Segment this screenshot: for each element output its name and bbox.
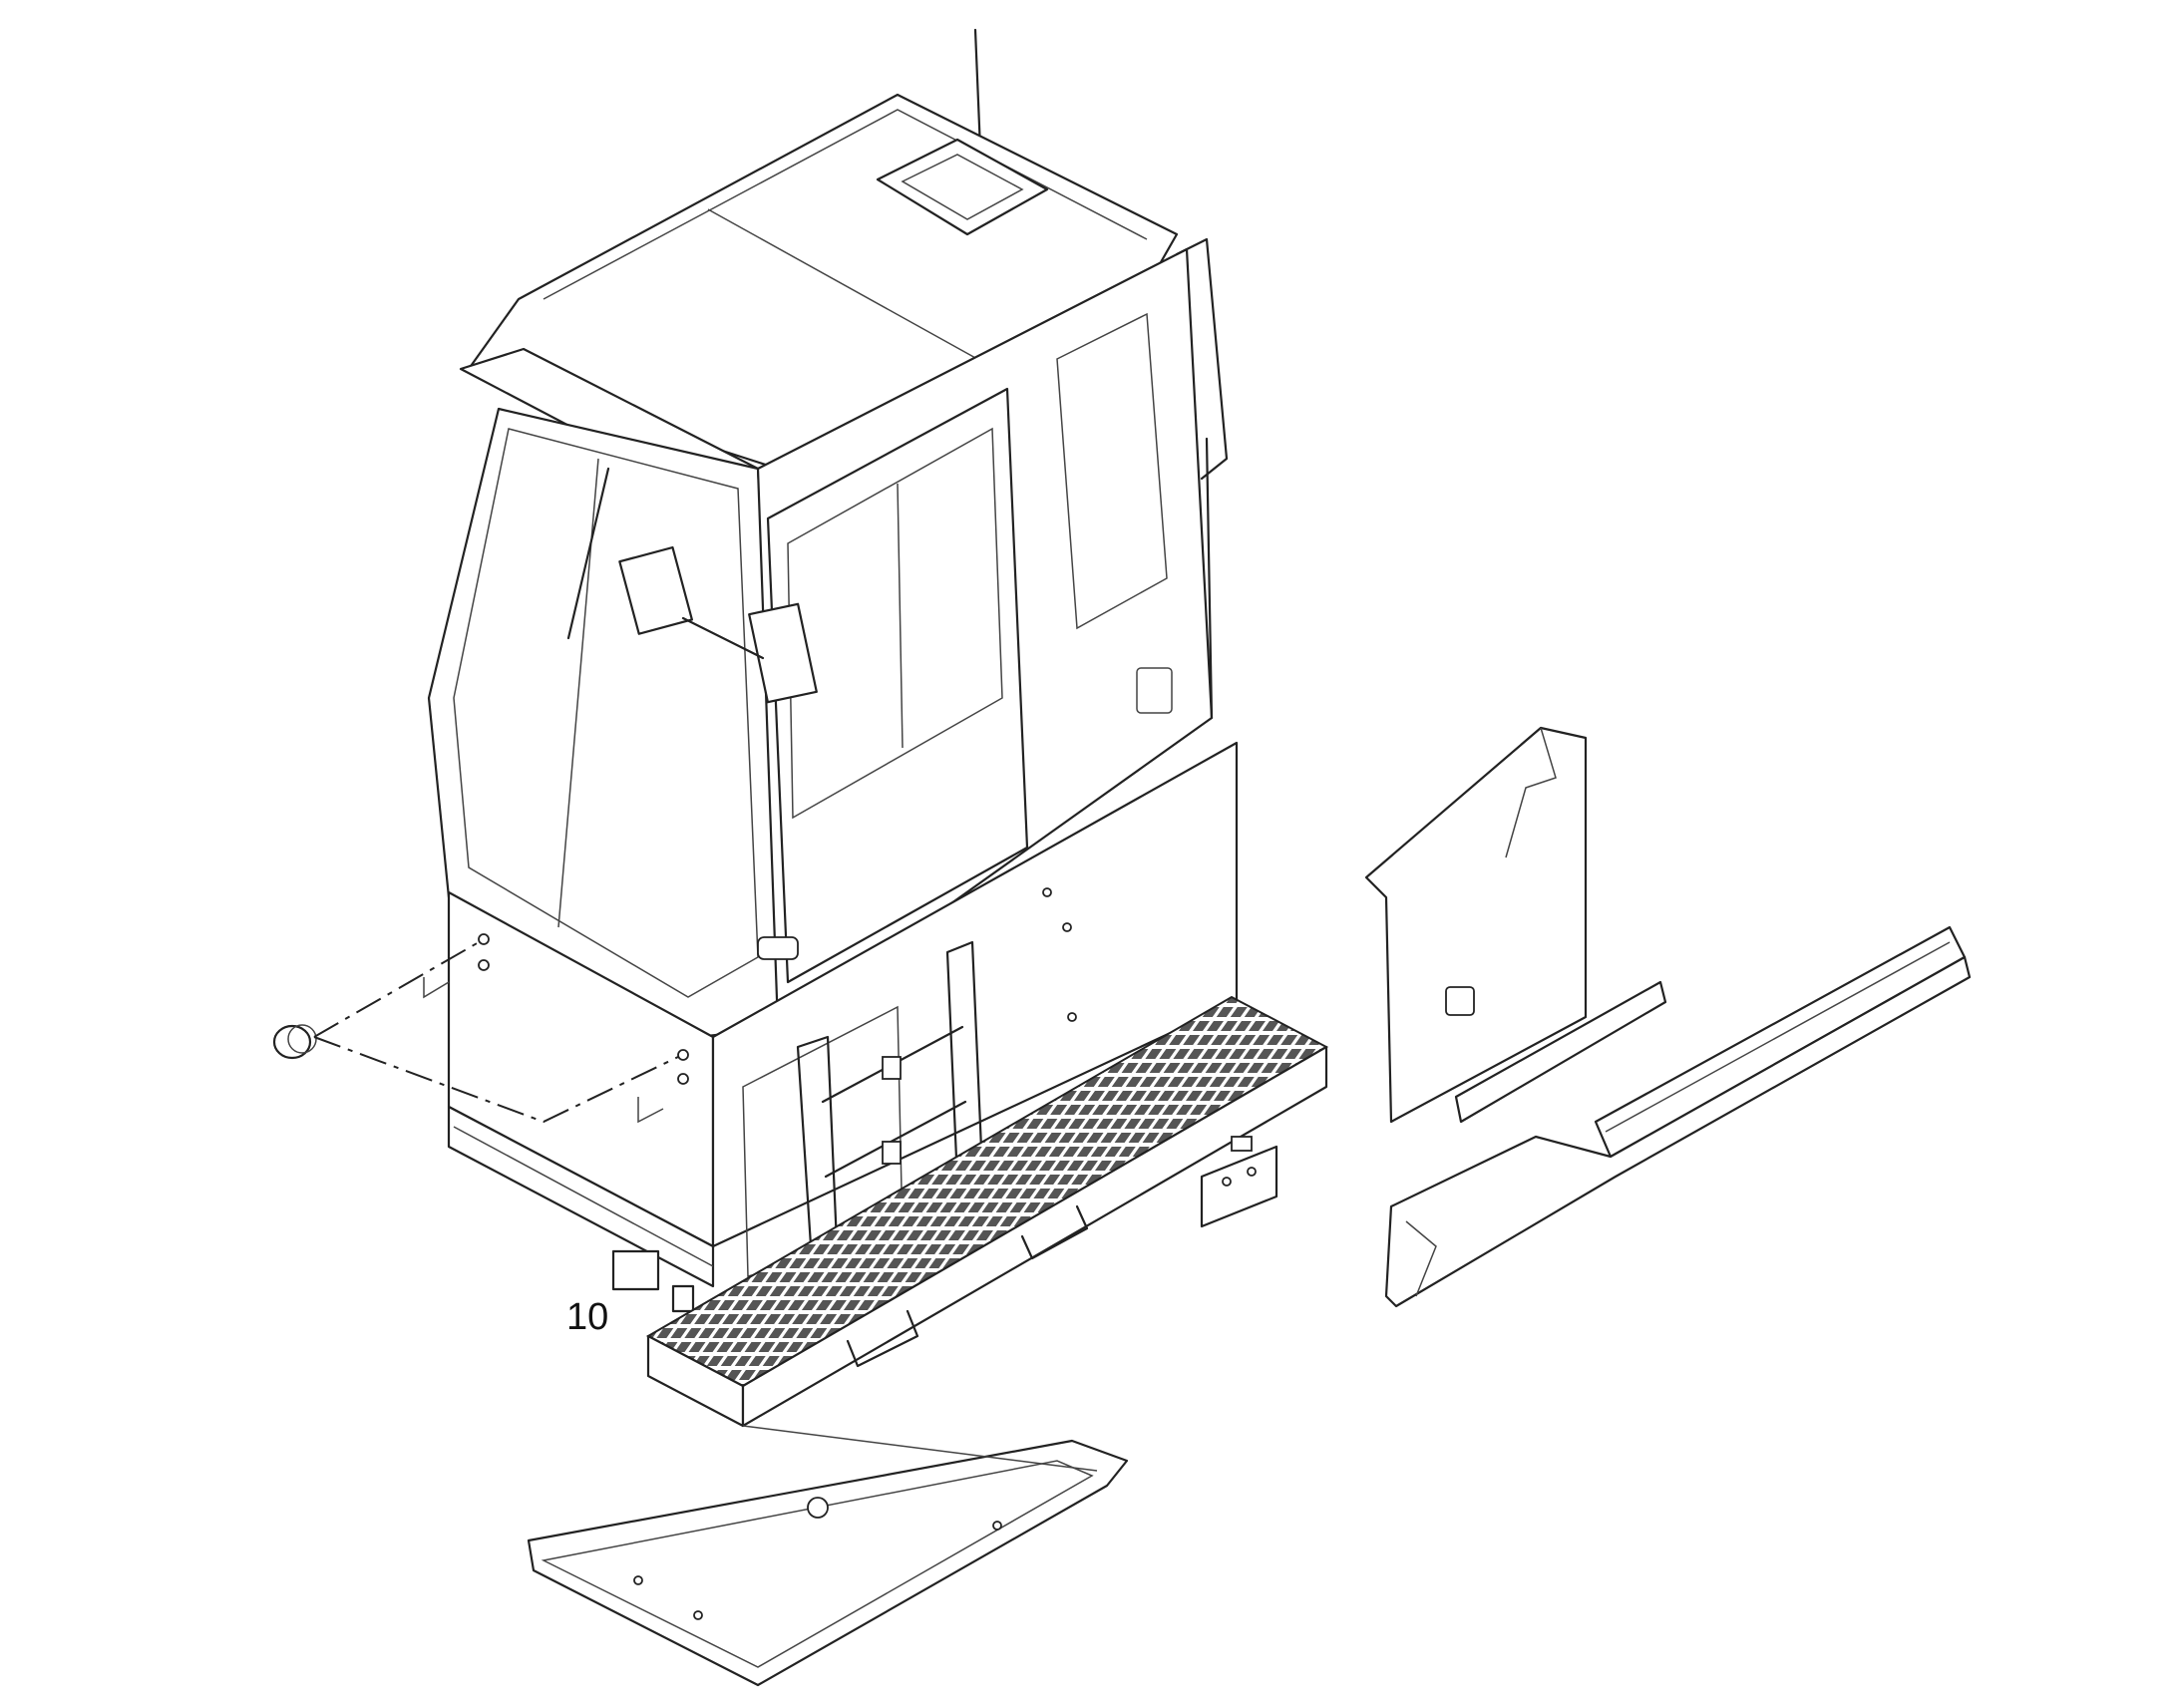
operator-cab <box>427 28 1229 1039</box>
side-cover-panel <box>1364 726 1667 1124</box>
side-rail <box>1384 925 1972 1308</box>
leader-lines <box>313 941 679 1124</box>
small-bracket <box>1200 1136 1278 1228</box>
floor-plate <box>527 1425 1129 1687</box>
plug-cap <box>272 1024 317 1060</box>
step-platform <box>645 995 1329 1428</box>
part-callout-10: 10 <box>566 1296 609 1338</box>
